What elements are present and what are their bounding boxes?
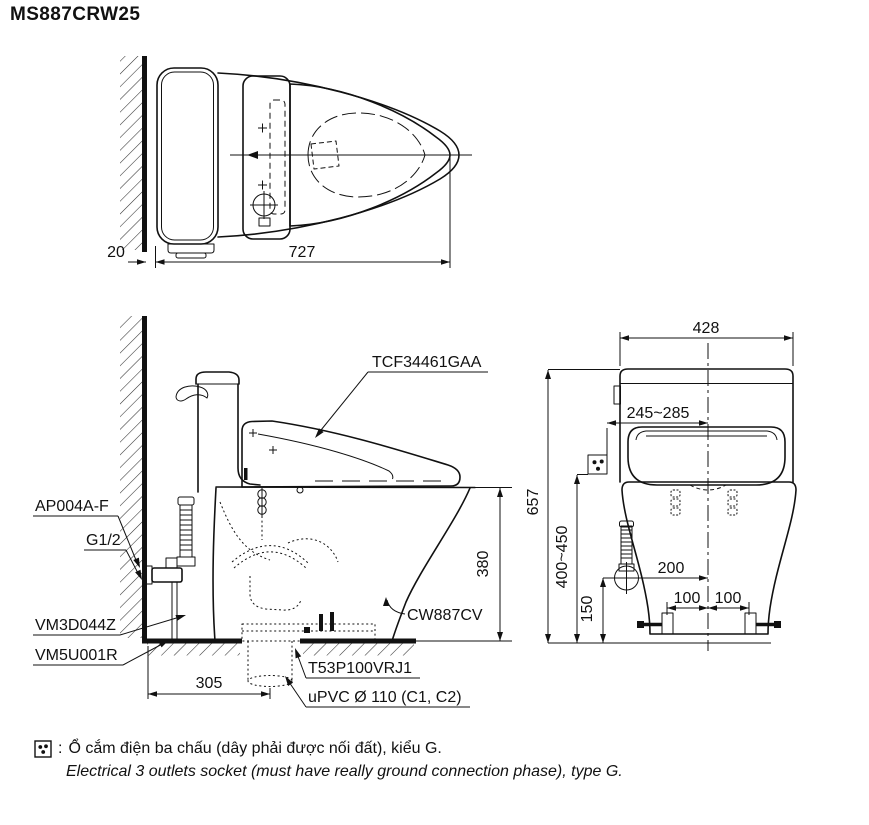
dim-bolt-right: 100 (715, 590, 742, 607)
front-view-socket (577, 428, 608, 475)
model-number: MS887CRW25 (10, 4, 141, 25)
dim-total-height: 657 (525, 489, 542, 516)
label-drain-socket: T53P100VRJ1 (308, 660, 412, 677)
tank-side-button (613, 385, 621, 405)
label-washlet-seat: TCF34461GAA (372, 354, 482, 371)
front-view-drawing: 428 245~285 657 400~450 150 200 (525, 320, 797, 651)
plus-mark (258, 180, 267, 190)
flush-lever (175, 385, 209, 402)
dim-drain-set-out: 305 (196, 675, 223, 692)
label-bowl: CW887CV (407, 607, 483, 624)
note-english: Electrical 3 outlets socket (must have r… (66, 763, 623, 780)
top-view-drawing: 20 727 (107, 56, 472, 268)
dim-width: 428 (693, 320, 720, 337)
side-view-drawing: TCF34461GAA AP004A-F G1/2 VM3D044Z VM5U0… (33, 316, 512, 708)
label-water-inlet: G1/2 (86, 532, 121, 549)
side-view-seat-supply (257, 486, 304, 516)
socket-symbol-icon (34, 740, 52, 758)
flow-arrow-icon (247, 151, 258, 159)
note-vietnamese: Ổ cắm điện ba chấu (dây phải được nối đấ… (68, 740, 442, 757)
plus-mark (258, 123, 267, 133)
front-view-floor-bolts (637, 612, 781, 635)
side-view-tank (175, 371, 261, 493)
label-flexible-hose: VM3D044Z (35, 617, 116, 634)
dim-valve-offset: 200 (658, 560, 685, 577)
plus-mark (249, 429, 257, 437)
plus-mark (269, 446, 277, 454)
note: : Ổ cắm điện ba chấu (dây phải được nối … (34, 740, 623, 781)
label-drain-pipe: uPVC Ø 110 (C1, C2) (308, 689, 462, 706)
dim-socket-offset: 245~285 (627, 405, 690, 422)
dim-total-length: 727 (289, 244, 316, 261)
top-view-toilet (156, 67, 472, 259)
top-view-wall (120, 56, 147, 252)
front-view-tank (613, 368, 794, 483)
dim-bolt-left: 100 (674, 590, 701, 607)
top-view-dimensions: 20 727 (107, 157, 451, 268)
dim-socket-height: 400~450 (554, 526, 571, 589)
front-view-dimensions: 428 245~285 657 400~450 150 200 (525, 320, 794, 651)
dim-wall-gap: 20 (107, 244, 125, 261)
label-stop-valve: AP004A-F (35, 498, 109, 515)
side-view-stop-valve (143, 496, 196, 641)
front-view-pedestal (621, 481, 797, 635)
dim-valve-height: 150 (579, 596, 596, 623)
note-colon: : (58, 740, 63, 757)
label-outlet-set: VM5U001R (35, 647, 118, 664)
side-view-washlet-seat (241, 420, 461, 488)
socket-symbol-icon (587, 454, 608, 475)
side-view-internal-plumbing (219, 501, 376, 687)
side-view-labels: TCF34461GAA AP004A-F G1/2 VM3D044Z VM5U0… (33, 354, 488, 708)
seat-fixing-bolts (670, 489, 738, 516)
dim-rim-height: 380 (475, 551, 492, 578)
side-view-dimensions: 305 380 (147, 488, 503, 699)
front-view-seat (627, 426, 786, 516)
